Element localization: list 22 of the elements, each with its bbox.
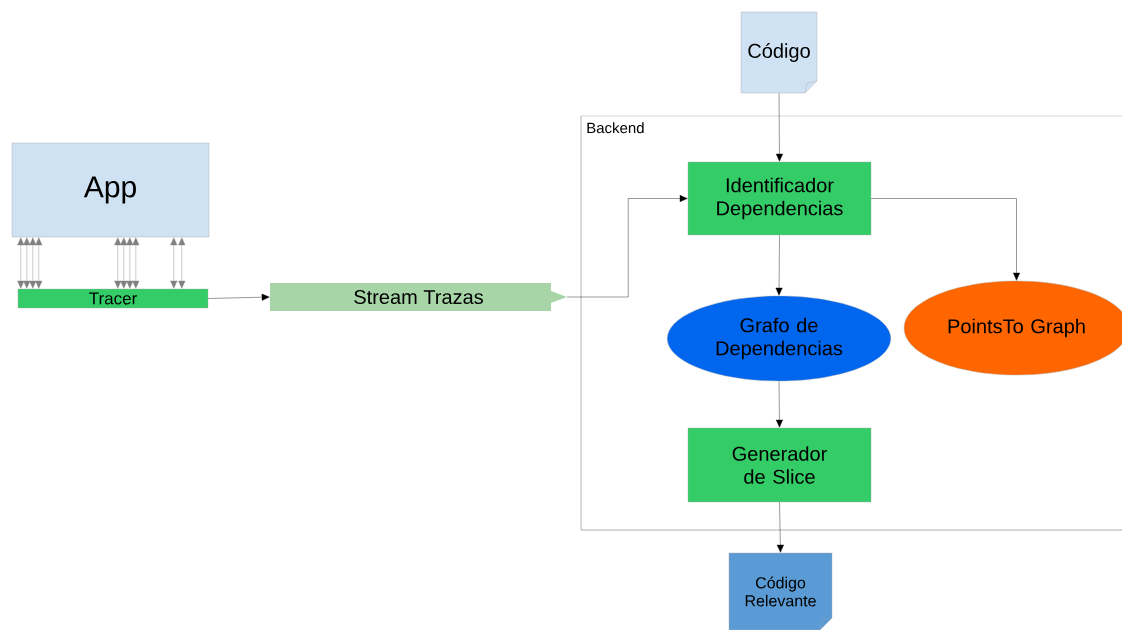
arrow [776, 502, 784, 553]
arrow [170, 237, 178, 289]
arrow [17, 237, 25, 289]
process-box: Generador de Slice [687, 427, 872, 503]
arrow [178, 237, 186, 289]
arrow [114, 237, 122, 289]
arrow [776, 93, 783, 162]
arrow [126, 237, 134, 289]
arrow [23, 237, 31, 289]
process-box: Tracer [17, 288, 209, 309]
arrow [29, 237, 37, 289]
arrow [208, 293, 270, 301]
arrow [775, 381, 783, 428]
arrow [120, 237, 128, 289]
process-box: App [11, 142, 210, 238]
arrow [871, 198, 1020, 281]
arrow [132, 237, 140, 289]
process-box: Identificador Dependencias [687, 161, 872, 236]
arrow [567, 195, 688, 298]
arrow [775, 235, 783, 296]
panel-title: Backend [587, 122, 644, 134]
arrow [35, 237, 43, 289]
